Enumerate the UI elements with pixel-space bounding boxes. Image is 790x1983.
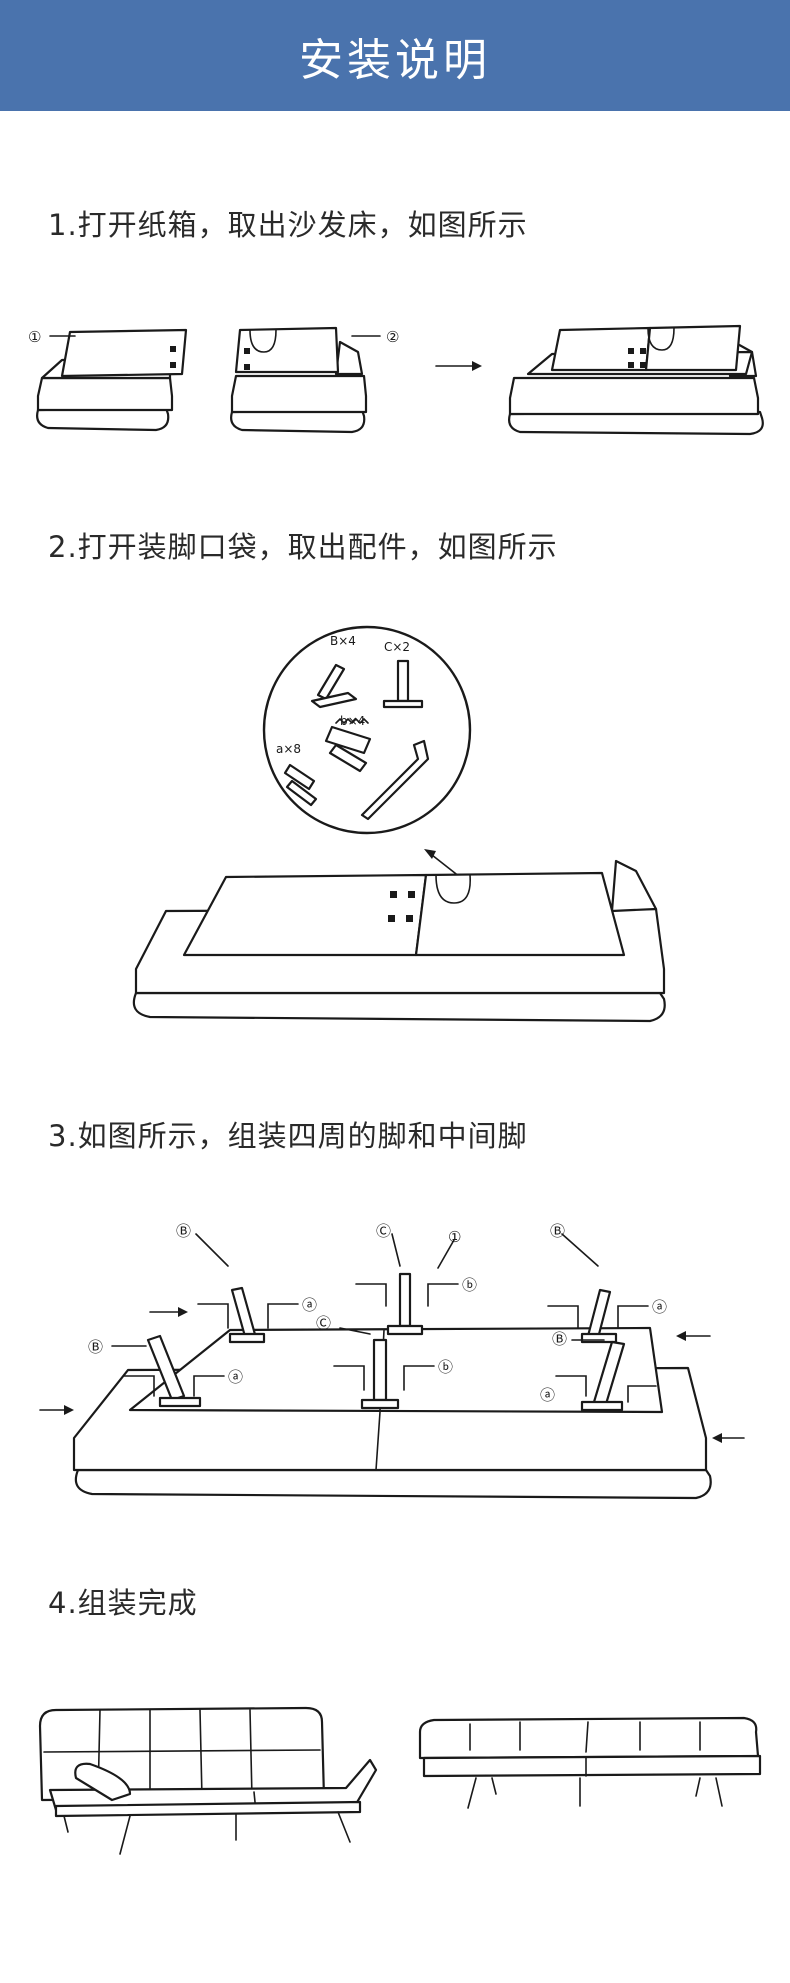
step-3-illustration: Ⓑ Ⓒ ① Ⓑ ⓐ ⓑ ⓐ Ⓑ Ⓒ ⓐ ⓑ Ⓑ ⓐ bbox=[39, 1222, 745, 1500]
sofa-half-right bbox=[230, 326, 368, 434]
arrow-up-icon bbox=[424, 849, 461, 878]
part-C-label: C×2 bbox=[384, 640, 410, 654]
step-4-illustration bbox=[38, 1706, 762, 1855]
arrow-right-icon bbox=[435, 361, 482, 371]
sofa-assembled-sofa-mode bbox=[38, 1706, 378, 1855]
leg-front-left bbox=[146, 1334, 202, 1408]
push-arrow-icons bbox=[39, 1307, 745, 1443]
step-3-title: 3.如图所示，组装四周的脚和中间脚 bbox=[48, 1119, 528, 1153]
leg-back-middle bbox=[386, 1272, 424, 1336]
callout-a-front-left: ⓐ bbox=[228, 1368, 243, 1386]
parts-detail-circle: B×4 C×2 b×4 a×8 bbox=[262, 625, 472, 835]
sofa-combined bbox=[508, 324, 764, 436]
leg-front-middle bbox=[360, 1338, 400, 1410]
callout-b-back: ⓑ bbox=[462, 1276, 477, 1294]
sofa-half-left bbox=[36, 328, 188, 432]
sofa-assembled-bed-mode bbox=[418, 1716, 762, 1809]
callout-2: ② bbox=[386, 328, 399, 346]
part-B-label: B×4 bbox=[330, 634, 356, 648]
part-b-label: b×4 bbox=[340, 714, 365, 728]
step-1-title: 1.打开纸箱，取出沙发床，如图所示 bbox=[48, 208, 528, 242]
callout-B-front-right: Ⓑ bbox=[552, 1330, 567, 1348]
step-2-title: 2.打开装脚口袋，取出配件，如图所示 bbox=[48, 530, 558, 564]
callout-C-front: Ⓒ bbox=[316, 1314, 331, 1332]
leg-back-right bbox=[580, 1288, 618, 1344]
sofa-flat bbox=[132, 859, 666, 1023]
callout-leaders bbox=[111, 1233, 605, 1347]
callout-1-back: ① bbox=[448, 1228, 461, 1246]
leg-back-left bbox=[228, 1286, 266, 1344]
step-1-illustration: ① ② bbox=[28, 324, 764, 436]
callout-a-back-left: ⓐ bbox=[302, 1296, 317, 1314]
page-header: 安装说明 bbox=[0, 0, 790, 111]
callout-a-back-right: ⓐ bbox=[652, 1298, 667, 1316]
step-2-illustration: B×4 C×2 b×4 a×8 bbox=[132, 625, 666, 1023]
leg-front-right bbox=[580, 1340, 626, 1412]
callout-C-back: Ⓒ bbox=[376, 1222, 391, 1240]
callout-1: ① bbox=[28, 328, 41, 346]
callout-b-front: ⓑ bbox=[438, 1358, 453, 1376]
page-title: 安装说明 bbox=[299, 34, 491, 86]
part-a-label: a×8 bbox=[276, 742, 301, 756]
callout-B-back-left: Ⓑ bbox=[176, 1222, 191, 1240]
callout-a-front-right: ⓐ bbox=[540, 1386, 555, 1404]
callout-B-back-right: Ⓑ bbox=[550, 1222, 565, 1240]
screw-arrows bbox=[123, 1283, 657, 1403]
callout-B-front-left: Ⓑ bbox=[88, 1338, 103, 1356]
step-4-title: 4.组装完成 bbox=[48, 1586, 198, 1620]
